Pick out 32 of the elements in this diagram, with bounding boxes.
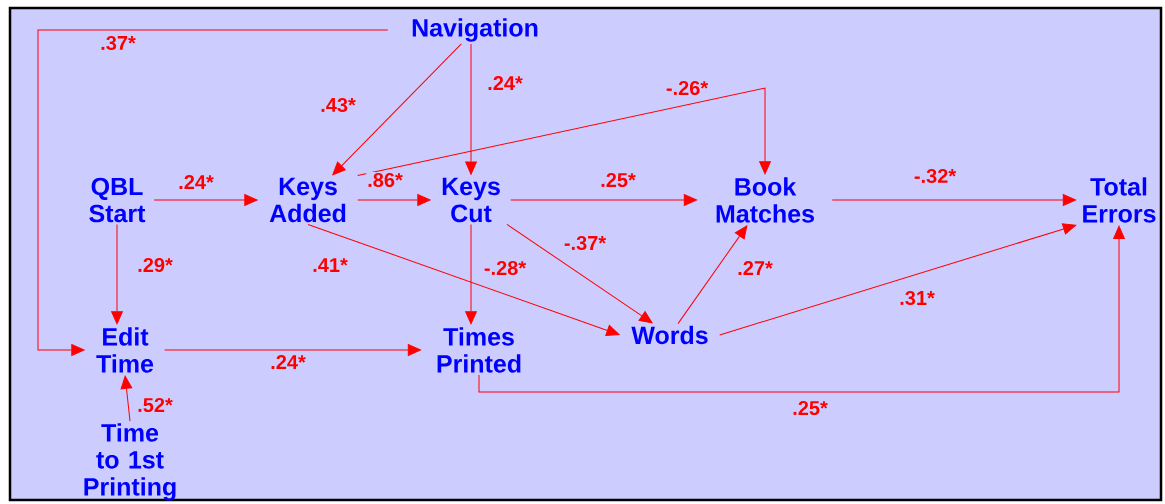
arrow [37,29,389,356]
arrow [120,375,133,422]
arrow [164,344,422,356]
edge-label: .41* [311,257,349,273]
arrow [307,223,620,337]
edge-label: .24* [177,174,215,190]
arrow [111,224,123,325]
edge-label: .24* [269,354,307,370]
arrow [677,225,748,325]
edge-label: .24* [486,75,524,91]
variable-label: Total Errors [1083,177,1156,223]
arrow [478,225,1125,393]
edge-label: .27* [736,260,774,276]
variable-label: QBL Start [89,177,146,223]
arrow [465,223,477,325]
variable-label: Keys Cut [442,177,500,223]
variable-label: Times Printed [437,327,521,373]
variable-label: Time to 1st Printing [84,423,176,501]
arrow [465,43,477,175]
arrow [510,194,698,206]
arrow [719,223,1077,336]
arrow [506,223,653,324]
variable-label: Words [631,325,708,345]
variable-label: Navigation [412,18,538,42]
arrow [153,194,258,206]
arrow [357,87,771,177]
variable-label: Edit Time [96,327,154,373]
variable-label: Keys Added [269,177,346,223]
arrow [831,194,1077,206]
arrow [332,43,462,176]
arrow [357,194,431,206]
variable-label: Book Matches [716,177,814,223]
